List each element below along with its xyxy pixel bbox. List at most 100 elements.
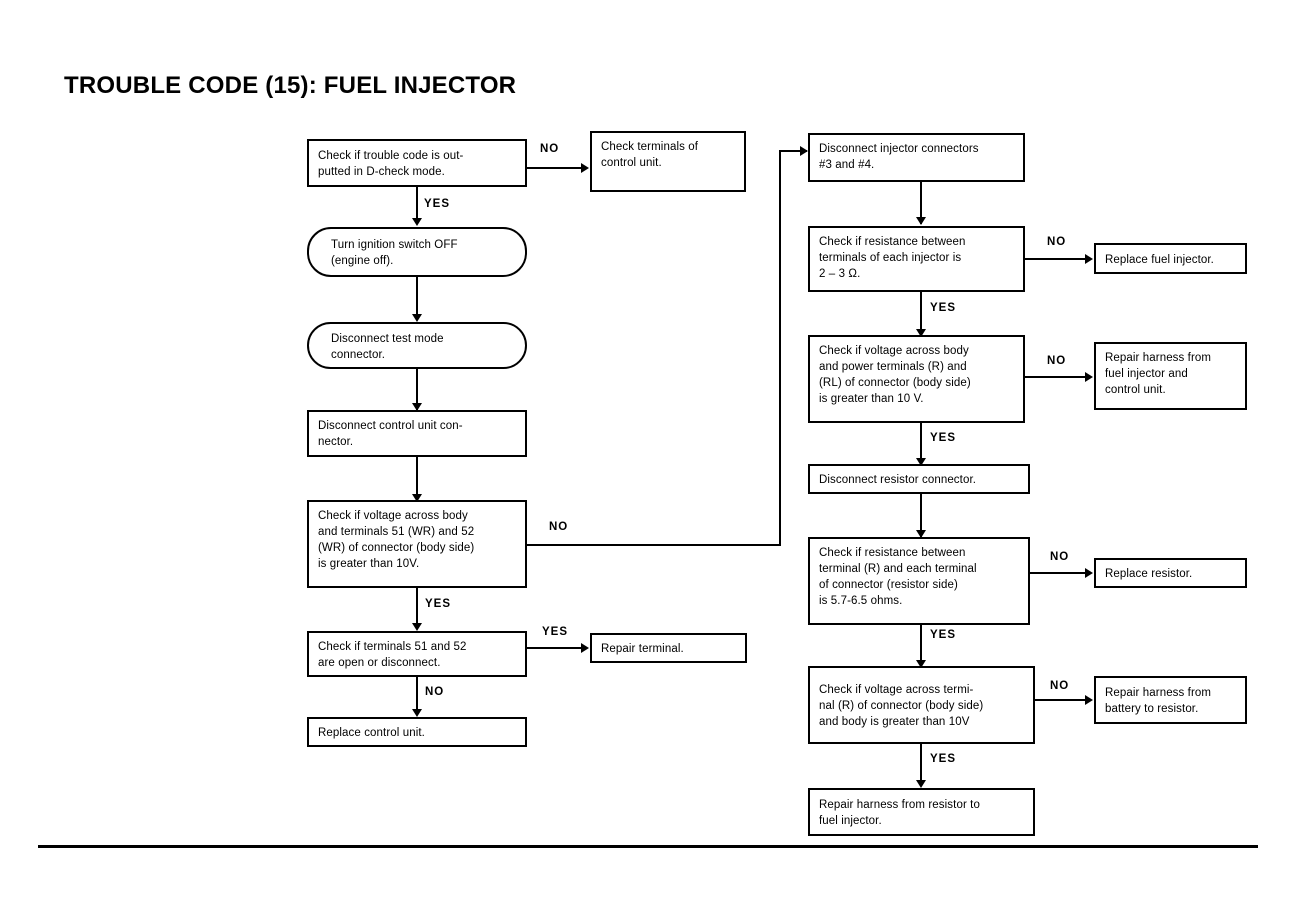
- node-check-terminals-control-unit: Check terminals of control unit.: [590, 131, 746, 192]
- node-disconnect-injector-connectors: Disconnect injector connectors #3 and #4…: [808, 133, 1025, 182]
- arrowhead-right: [581, 163, 589, 173]
- arrowhead-down: [916, 780, 926, 788]
- node-line: Disconnect control unit con-: [318, 420, 463, 432]
- edge-label-yes: YES: [930, 432, 957, 444]
- node-replace-resistor: Replace resistor.: [1094, 558, 1247, 588]
- arrowhead-down: [916, 329, 926, 337]
- node-line: terminal (R) and each terminal: [819, 563, 977, 575]
- node-line: (engine off).: [331, 255, 394, 267]
- edge-n6-n7: [416, 588, 418, 628]
- node-disconnect-test-mode-connector: Disconnect test mode connector.: [307, 322, 527, 369]
- arrowhead-down: [916, 217, 926, 225]
- footer-rule: [38, 845, 1258, 848]
- edge-n3-n4: [416, 277, 418, 320]
- node-line: and terminals 51 (WR) and 52: [318, 526, 475, 538]
- arrowhead-down: [412, 623, 422, 631]
- node-line: nal (R) of connector (body side): [819, 700, 984, 712]
- node-line: and power terminals (R) and: [819, 361, 967, 373]
- node-check-resistance-resistor-side: Check if resistance between terminal (R)…: [808, 537, 1030, 625]
- edge-n11-n12: [1025, 258, 1087, 260]
- node-check-resistance-injector-terminals: Check if resistance between terminals of…: [808, 226, 1025, 292]
- edge-label-yes: YES: [930, 629, 957, 641]
- edge-label-yes: YES: [930, 302, 957, 314]
- node-line: control unit.: [601, 157, 662, 169]
- node-line: Check if voltage across body: [318, 510, 468, 522]
- edge-label-yes: YES: [930, 753, 957, 765]
- node-line: Check terminals of: [601, 141, 699, 153]
- node-line: fuel injector.: [819, 815, 882, 827]
- node-line: control unit.: [1105, 384, 1166, 396]
- arrowhead-right: [800, 146, 808, 156]
- edge-label-no: NO: [425, 686, 445, 698]
- edge-n10-n11: [920, 182, 922, 224]
- node-line: Repair harness from: [1105, 687, 1212, 699]
- edge-label-no: NO: [549, 521, 569, 533]
- arrowhead-right: [1085, 254, 1093, 264]
- node-line: Check if resistance between: [819, 236, 966, 248]
- node-check-voltage-terminal-r-body: Check if voltage across termi- nal (R) o…: [808, 666, 1035, 744]
- arrowhead-down: [916, 660, 926, 668]
- node-line: Check if voltage across termi-: [819, 684, 974, 696]
- edge-n5-n6: [416, 457, 418, 501]
- page-title: TROUBLE CODE (15): FUEL INJECTOR: [64, 72, 517, 99]
- edge-n4-n5: [416, 369, 418, 410]
- node-line: Repair terminal.: [601, 643, 684, 655]
- node-line: and body is greater than 10V: [819, 716, 970, 728]
- node-check-voltage-power-terminals: Check if voltage across body and power t…: [808, 335, 1025, 423]
- node-repair-harness-resistor-injector: Repair harness from resistor to fuel inj…: [808, 788, 1035, 836]
- edge-n13-n15: [920, 423, 922, 463]
- edge-n7-n9: [416, 677, 418, 714]
- edge-n15-n16: [920, 494, 922, 537]
- arrowhead-right: [1085, 695, 1093, 705]
- edge-n7-n8: [527, 647, 583, 649]
- edge-label-no: NO: [540, 143, 560, 155]
- node-line: Replace fuel injector.: [1105, 253, 1214, 266]
- node-replace-fuel-injector: Replace fuel injector.: [1094, 243, 1247, 274]
- edge-label-yes: YES: [424, 198, 451, 210]
- node-line: #3 and #4.: [819, 159, 875, 171]
- node-line: Repair harness from resistor to: [819, 799, 980, 811]
- node-disconnect-resistor-connector: Disconnect resistor connector.: [808, 464, 1030, 494]
- edge-label-yes: YES: [425, 598, 452, 610]
- node-line: nector.: [318, 436, 354, 448]
- edge-n1-n2: [527, 167, 583, 169]
- arrowhead-down: [412, 314, 422, 322]
- node-disconnect-control-unit-connector: Disconnect control unit con- nector.: [307, 410, 527, 457]
- node-line: Check if voltage across body: [819, 345, 969, 357]
- edge-n18-n19: [1035, 699, 1087, 701]
- edge-n13-n14: [1025, 376, 1087, 378]
- node-check-trouble-code-output: Check if trouble code is out- putted in …: [307, 139, 527, 187]
- arrowhead-down: [916, 530, 926, 538]
- edge-n6-n10-horizontal: [527, 544, 781, 546]
- node-repair-terminal: Repair terminal.: [590, 633, 747, 663]
- node-repair-harness-injector-control-unit: Repair harness from fuel injector and co…: [1094, 342, 1247, 410]
- edge-n6-n10-into-box: [779, 150, 807, 152]
- edge-n16-n17: [1030, 572, 1087, 574]
- edge-n6-n10-vertical: [779, 150, 781, 546]
- node-line: Disconnect test mode: [331, 332, 444, 345]
- arrowhead-down: [412, 494, 422, 502]
- arrowhead-right: [581, 643, 589, 653]
- arrowhead-right: [1085, 568, 1093, 578]
- node-line: Check if terminals 51 and 52: [318, 641, 467, 653]
- node-line: Disconnect injector connectors: [819, 143, 979, 155]
- node-line: (WR) of connector (body side): [318, 542, 475, 554]
- node-line: (RL) of connector (body side): [819, 377, 971, 389]
- node-line: fuel injector and: [1105, 368, 1188, 380]
- node-check-terminals-51-52-open: Check if terminals 51 and 52 are open or…: [307, 631, 527, 677]
- arrowhead-right: [1085, 372, 1093, 382]
- edge-n1-n3: [416, 187, 418, 223]
- node-line: Disconnect resistor connector.: [819, 474, 977, 486]
- node-repair-harness-battery-resistor: Repair harness from battery to resistor.: [1094, 676, 1247, 724]
- node-line: of connector (resistor side): [819, 579, 958, 591]
- node-line: Check if resistance between: [819, 547, 966, 559]
- node-replace-control-unit: Replace control unit.: [307, 717, 527, 747]
- edge-n11-n13: [920, 292, 922, 336]
- arrowhead-down: [412, 218, 422, 226]
- node-line: is greater than 10 V.: [819, 393, 924, 405]
- node-line: Repair harness from: [1105, 352, 1212, 364]
- edge-label-no: NO: [1050, 680, 1070, 692]
- node-line: putted in D-check mode.: [318, 166, 445, 178]
- node-line: Replace control unit.: [318, 727, 425, 739]
